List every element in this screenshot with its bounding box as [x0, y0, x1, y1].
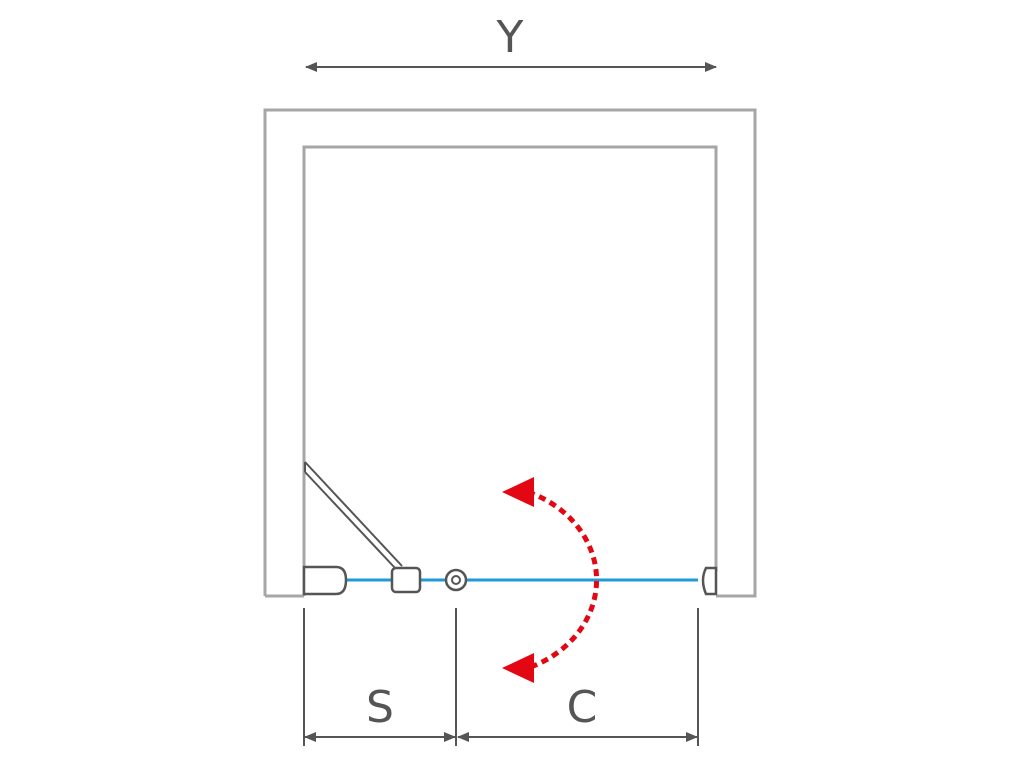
inner-frame [302, 145, 718, 596]
glass-clamp [390, 566, 422, 594]
door-segment-dimension: C [457, 682, 698, 742]
swing-arrowhead-bottom [502, 653, 534, 683]
hinge-icon [444, 568, 468, 592]
stabilizer-bar [304, 461, 403, 569]
fixed-segment-label: S [366, 682, 394, 733]
outer-frame [263, 108, 757, 598]
door-end-profile [701, 566, 718, 596]
bottom-extension-lines [303, 608, 699, 746]
door-swing-arrow [502, 477, 600, 683]
swing-arc [527, 489, 600, 671]
door-segment-label: C [567, 682, 598, 733]
wall-profile-left [302, 565, 348, 596]
width-dimension: Y [305, 12, 717, 72]
swing-arrowhead-top [502, 477, 534, 507]
fixed-segment-dimension: S [304, 682, 456, 742]
enclosure-frame [263, 108, 757, 598]
width-label: Y [496, 12, 524, 63]
